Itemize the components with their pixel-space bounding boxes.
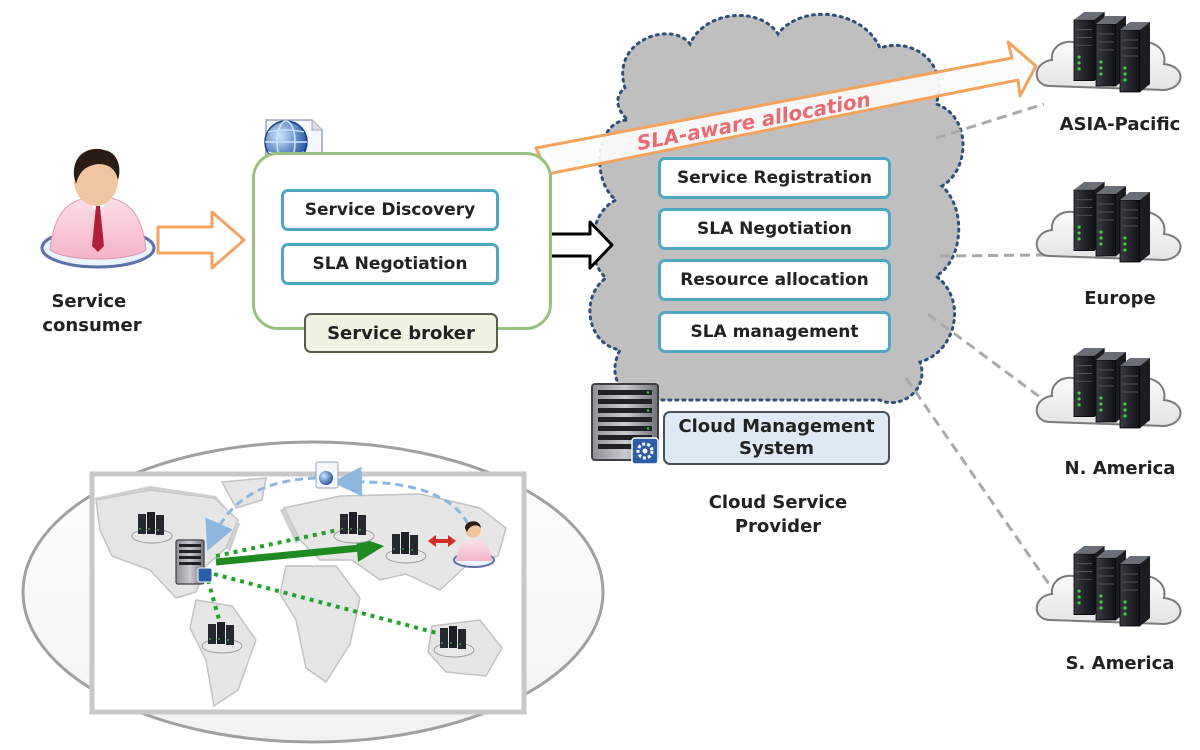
datacenter-label-n-america: N. America: [1064, 458, 1176, 479]
datacenter-icon-asia-pacific: [1037, 12, 1181, 92]
provider-caption-line-1: Cloud Service: [708, 492, 848, 513]
service-broker-label: Service broker: [304, 313, 498, 353]
service-consumer-icon: [40, 148, 156, 269]
consumer-line: Service: [51, 291, 126, 312]
datacenter-icon-europe: [1037, 182, 1181, 262]
broker-box-sla-negotiation: SLA Negotiation: [281, 243, 499, 285]
datacenter-links: [904, 102, 1062, 601]
world-map-icon: [21, 440, 605, 744]
provider-box-resource-allocation: Resource allocation: [658, 259, 891, 301]
provider-box-service-registration: Service Registration: [658, 157, 891, 199]
datacenter-label-s-america: S. America: [1065, 653, 1175, 674]
datacenter-label-europe: Europe: [1084, 288, 1156, 309]
server-rack-icon: [591, 383, 659, 465]
service-broker-frame: [252, 152, 552, 330]
request-arrow: [156, 210, 246, 270]
sla-aware-allocation-arrow: [534, 40, 1038, 176]
service-consumer-label: Service consumer: [42, 291, 141, 336]
provider-box-sla-negotiation: SLA Negotiation: [658, 208, 891, 250]
cms-line-2: System: [739, 438, 814, 459]
broker-box-service-discovery: Service Discovery: [281, 189, 499, 231]
provider-box-sla-management: SLA management: [658, 311, 891, 353]
consumer-line: consumer: [42, 315, 141, 336]
provider-caption-line-2: Provider: [734, 516, 822, 537]
cms-line-1: Cloud Management: [678, 416, 875, 437]
datacenter-label-asia-pacific: ASIA-Pacific: [1059, 114, 1181, 135]
datacenter-icon-s-america: [1037, 546, 1181, 626]
datacenter-icon-n-america: [1037, 348, 1181, 428]
